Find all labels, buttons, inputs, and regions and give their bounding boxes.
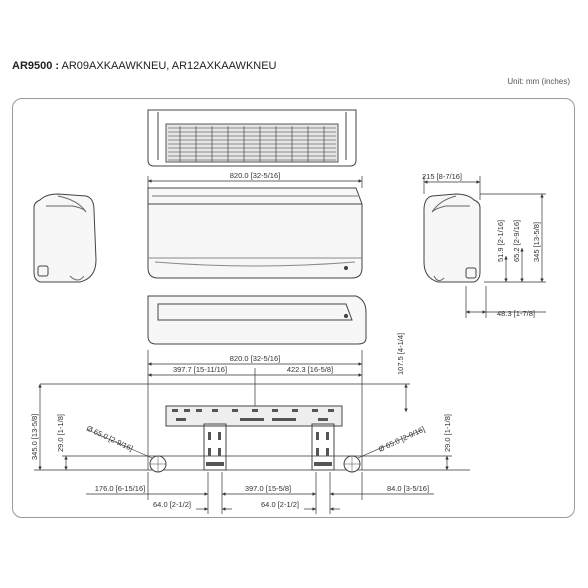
hole-leaders [87,429,423,459]
dim-bottom-64-left-label: 64.0 [2-1/2] [153,500,191,509]
dim-1075-label: 107.5 [4-1/4] [396,333,405,375]
left-side-view [33,193,97,283]
rear-view-unit [147,109,357,167]
model-name: AR9500 : [12,60,60,72]
right-side-view [423,193,481,283]
dim-290-right-label: 29.0 [1-1/8] [443,414,452,452]
pipe-hole-left [149,455,167,473]
dim-hole-left-label: Ø 65.0 [2-9/16] [85,424,134,453]
model-codes: AR09AXKAAWKNEU, AR12AXKAAWKNEU [59,60,277,72]
plate-slots [172,409,334,466]
pipe-hole-right [343,455,361,473]
dim-width-top-label: 820.0 [32-5/16] [230,171,280,180]
dim-heights-right [480,193,546,283]
plate-bottom-dims [86,472,434,514]
front-view-unit [147,187,363,279]
dim-bottom-84-label: 84.0 [3-5/16] [387,484,429,493]
rear-grille [168,126,336,162]
dim-652-label: 65.2 [2-9/16] [512,220,521,262]
plate-dimension-lines [34,350,470,471]
installation-plate [165,405,343,471]
dim-left-3977-label: 397.7 [15-11/16] [173,365,227,374]
dim-290-left-label: 29.0 [1-1/8] [56,414,65,452]
drawing-frame [12,98,575,518]
dim-plate-width-label: 820.0 [32-5/16] [230,354,280,363]
dim-side-483 [465,286,546,318]
dim-width-top [147,176,363,188]
dim-345-plate-label: 345.0 [13-5/8] [30,414,39,460]
dim-depth-label: 215 [8-7/16] [422,172,462,181]
dim-hole-right-label: Ø 65.0 [2-9/16] [377,425,426,454]
dim-side-483-label: 48.3 [1-7/8] [497,309,535,318]
dim-bottom-397-label: 397.0 [15-5/8] [245,484,291,493]
bottom-view-unit [147,295,367,345]
dim-depth [423,176,481,200]
unit-label: Unit: mm (inches) [507,77,570,86]
dim-right-4223-label: 422.3 [16-5/8] [287,365,333,374]
dim-bottom-64-right-label: 64.0 [2-1/2] [261,500,299,509]
dim-bottom-176-label: 176.0 [6-15/16] [95,484,145,493]
dim-519-label: 51.9 [2-1/16] [496,220,505,262]
page-title: AR9500 : AR09AXKAAWKNEU, AR12AXKAAWKNEU [12,60,277,72]
dim-345-side-label: 345 [13-5/8] [532,222,541,262]
